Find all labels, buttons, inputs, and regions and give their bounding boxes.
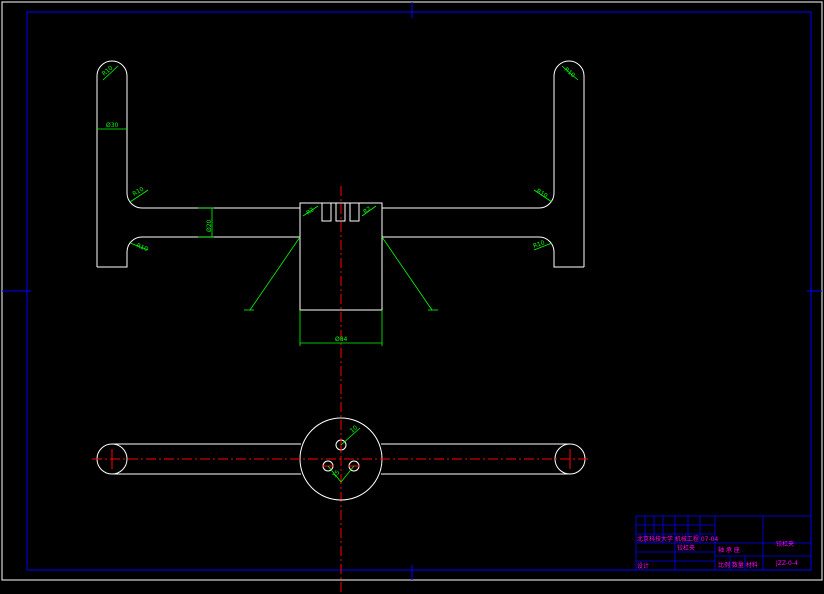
hub-dimensions (327, 427, 361, 483)
titleblock-left-row-2: 铰杠夹 (677, 544, 695, 552)
dim-r10-mid-left-lower: R10 (135, 242, 149, 253)
front-dimension-labels: R10 Ø30 R10 R10 Ø20 R2 R2 R10 R10 R10 Ø8… (101, 64, 577, 343)
title-block (635, 515, 812, 571)
titleblock-left-row-1: 北京科技大学 机械工程 07-04 (637, 535, 718, 543)
titleblock-left-row-3: 设计 (637, 562, 649, 570)
center-block (299, 202, 383, 311)
dim-dia84: Ø84 (335, 336, 348, 343)
titleblock-mid-row-1: 轴 承 座 (718, 546, 740, 554)
slot-1 (321, 203, 332, 222)
sheet-border (1, 1, 823, 581)
slot-3 (349, 203, 360, 222)
dim-dia20: Ø20 (206, 219, 213, 232)
titleblock-title: 铰杠夹 (776, 540, 794, 548)
left-arm-outline (96, 60, 300, 267)
dim-r10-mid-right-lower: R10 (532, 239, 546, 250)
right-arm-outline (382, 60, 585, 267)
dim-hub-r10: 10 (349, 424, 359, 434)
dim-dia30: Ø30 (106, 122, 119, 129)
dim-r2-left: R2 (305, 206, 316, 216)
title-block-text: 北京科技大学 机械工程 07-04 铰杠夹 设计 轴 承 座 比例 数量 材料 … (637, 535, 798, 570)
dim-r10-mid-right-upper: R10 (535, 188, 549, 200)
front-view (96, 60, 585, 311)
slot-2 (335, 203, 346, 222)
centering-marks (2, 2, 822, 580)
dim-r2-right: R2 (362, 205, 373, 215)
dim-hub-r15: 15 (331, 469, 341, 479)
left-arm-lower-outline (97, 236, 300, 268)
titleblock-mid-row-2: 比例 数量 材料 (718, 561, 758, 569)
titleblock-code: JZZ-0-4 (775, 560, 798, 567)
right-arm-lower-outline (382, 236, 584, 268)
front-dimensions (97, 65, 579, 346)
